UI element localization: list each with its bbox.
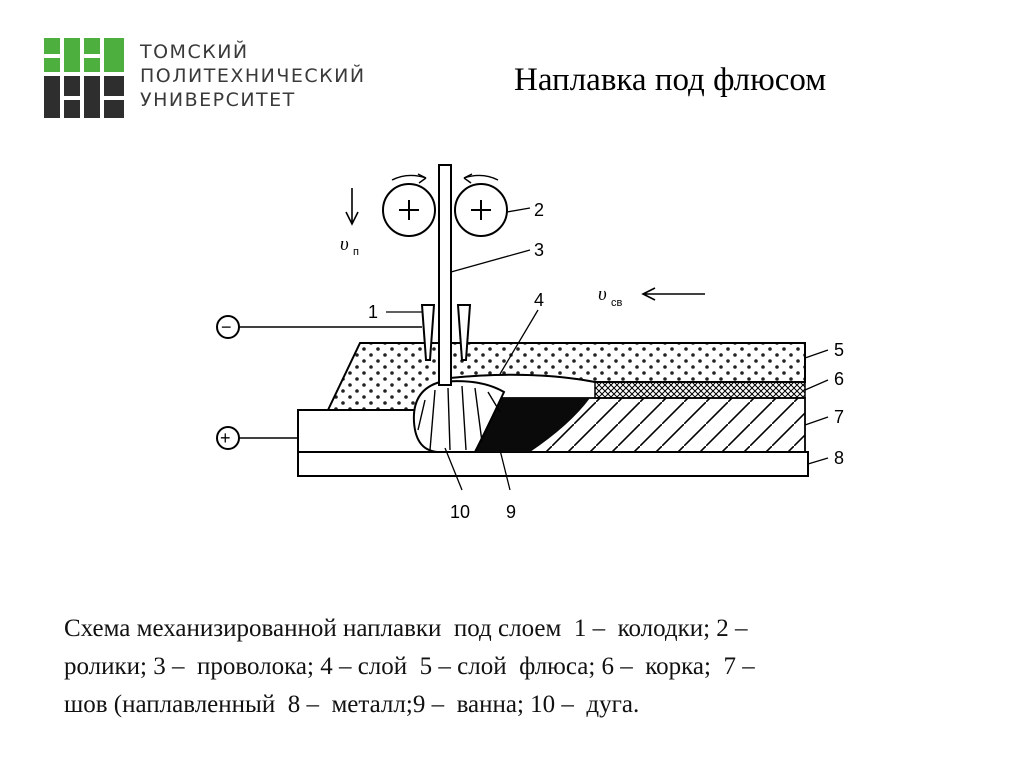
arc-lines xyxy=(417,385,501,451)
leader-3 xyxy=(450,249,531,273)
label-2: 2 xyxy=(534,200,544,220)
label-1: 1 xyxy=(368,302,378,322)
electrode-wire xyxy=(438,164,452,386)
slide-title: Наплавка под флюсом xyxy=(514,62,827,98)
diagram-caption: Схема механизированной наплавки под слое… xyxy=(64,610,964,724)
university-logo xyxy=(44,38,124,118)
roller-right-plus xyxy=(471,200,491,220)
negative-terminal-sign: − xyxy=(221,317,232,337)
leader-2 xyxy=(506,207,531,213)
label-8: 8 xyxy=(834,448,844,468)
caption-line-3: шов (наплавленный 8 – металл;9 – ванна; … xyxy=(64,691,640,718)
label-5: 5 xyxy=(834,340,844,360)
leader-8 xyxy=(807,457,829,465)
slag-crust xyxy=(594,381,806,399)
feed-velocity-subscript: п xyxy=(353,246,359,258)
roller-left-plus xyxy=(399,200,419,220)
label-9: 9 xyxy=(506,502,516,522)
weld-velocity-arrow xyxy=(641,287,705,301)
weld-velocity-symbol: υ xyxy=(598,284,607,305)
leader-10 xyxy=(444,447,463,491)
label-3: 3 xyxy=(534,240,544,260)
university-name-line-1: ТОМСКИЙ xyxy=(140,41,249,63)
layer-4-line xyxy=(449,374,596,383)
base-metal xyxy=(297,451,809,477)
label-7: 7 xyxy=(834,407,844,427)
leader-9 xyxy=(499,449,511,491)
leader-4 xyxy=(499,309,539,375)
welding-diagram: υ п υ св − + 1 2 3 4 5 6 7 8 9 10 xyxy=(216,164,844,522)
caption-line-2: ролики; 3 – проволока; 4 – слой 5 – слой… xyxy=(64,653,755,680)
university-name-line-3: УНИВЕРСИТЕТ xyxy=(140,89,296,111)
positive-terminal-sign: + xyxy=(220,428,231,448)
label-4: 4 xyxy=(534,290,544,310)
university-name-line-2: ПОЛИТЕХНИЧЕСКИЙ xyxy=(140,65,366,87)
leader-5 xyxy=(804,349,829,359)
label-10: 10 xyxy=(450,502,470,522)
caption-line-1: Схема механизированной наплавки под слое… xyxy=(64,615,748,642)
feed-velocity-symbol: υ xyxy=(340,234,349,255)
contact-shoe-right xyxy=(456,304,472,361)
feed-velocity-arrow xyxy=(345,188,359,226)
weld-velocity-subscript: св xyxy=(611,297,623,309)
university-name: ТОМСКИЙ ПОЛИТЕХНИЧЕСКИЙ УНИВЕРСИТЕТ xyxy=(140,40,366,112)
contact-shoe-left xyxy=(420,304,436,361)
label-6: 6 xyxy=(834,369,844,389)
leader-6 xyxy=(804,379,829,391)
leader-7 xyxy=(804,416,829,426)
